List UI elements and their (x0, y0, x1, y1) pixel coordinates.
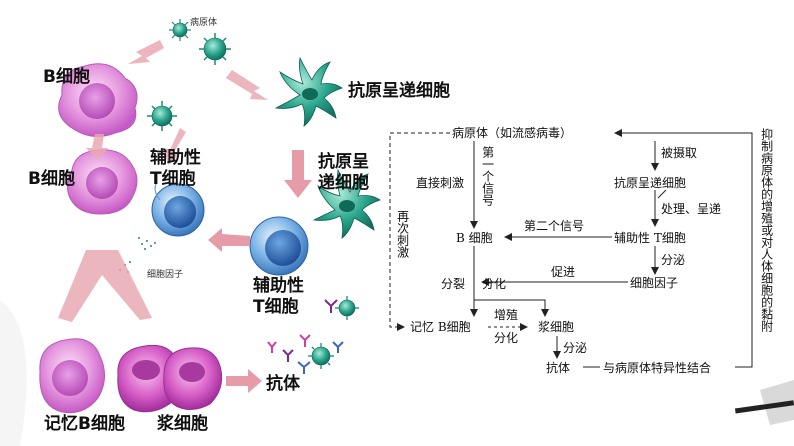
fc-inhibit: 抑制病原体的增殖或对人体细胞的黏附 (759, 128, 774, 332)
fc-memory-b: 记忆 B细胞 (410, 320, 471, 334)
antigen-presenting-cell-middle (312, 168, 381, 239)
memory-b-label: 记忆B细胞 (44, 414, 125, 434)
cytokine-small-label: 细胞因子 (147, 270, 184, 280)
pathogen-cell (335, 296, 359, 320)
fc-differentiate-2: 分化 (494, 331, 519, 345)
fc-second-signal: 第二个信号 (524, 219, 585, 233)
fc-plasma: 浆细胞 (538, 320, 575, 334)
fc-secrete-1: 分泌 (661, 253, 686, 267)
memory-b-cell (39, 338, 105, 414)
fc-b-cell: B 细胞 (456, 231, 493, 245)
helper-t-mid-label-2: T细胞 (150, 169, 196, 189)
fc-bind: 与病原体特异性结合 (603, 361, 712, 375)
fc-proliferate: 增殖 (494, 308, 519, 322)
b-cell-mid-label: B细胞 (28, 169, 75, 189)
pathogen-cell (308, 343, 334, 369)
fc-apc: 抗原呈递细胞 (614, 176, 687, 190)
fc-restim: 再次刺激 (395, 210, 410, 258)
helper-t-low-label-2: T细胞 (253, 297, 299, 317)
fc-first-signal: 第一个信号 (480, 146, 495, 206)
fc-pathogen: 病原体（如流感病毒） (452, 126, 573, 140)
pathogen-cell (199, 33, 231, 65)
pathogen-small-cell (169, 19, 191, 41)
plasma-cells (117, 344, 223, 413)
b-cell-top-label: B细胞 (43, 67, 90, 87)
flow-arrows-illustration (58, 40, 312, 393)
fc-process-present: 处理、呈递 (661, 202, 722, 216)
fc-helper-t: 辅助性 T细胞 (614, 231, 686, 245)
apc-top-label: 抗原呈递细胞 (348, 81, 450, 101)
decorative-divider (657, 189, 667, 199)
fc-promote: 促进 (551, 265, 576, 279)
b-cell-middle (66, 149, 138, 215)
fc-antibody: 抗体 (546, 361, 571, 375)
helper-t-mid-label-1: 辅助性 (150, 148, 201, 168)
fc-secrete-2: 分泌 (563, 341, 588, 355)
b-cell-top (58, 63, 138, 138)
pathogen-small-label: 病原体 (190, 18, 218, 28)
apc-mid-label-1: 抗原呈 (318, 152, 369, 172)
antibody-label: 抗体 (266, 374, 300, 394)
flowchart-lines (389, 129, 753, 368)
fc-captured: 被摄取 (661, 146, 698, 160)
fc-cytokine: 细胞因子 (630, 276, 679, 290)
fc-direct-stim: 直接刺激 (416, 176, 465, 190)
antibody-icon (267, 299, 344, 374)
fc-differentiate-1: 分化 (482, 277, 507, 291)
pathogen-cell (147, 101, 177, 131)
helper-t-low-label-1: 辅助性 (253, 276, 304, 296)
plasma-label: 浆细胞 (157, 414, 208, 434)
antigen-presenting-cell-top (274, 56, 343, 127)
helper-t-cell-lower (249, 216, 309, 276)
fc-divide: 分裂 (441, 277, 466, 291)
helper-t-cell-middle (151, 181, 205, 237)
apc-mid-label-2: 递细胞 (318, 173, 369, 193)
